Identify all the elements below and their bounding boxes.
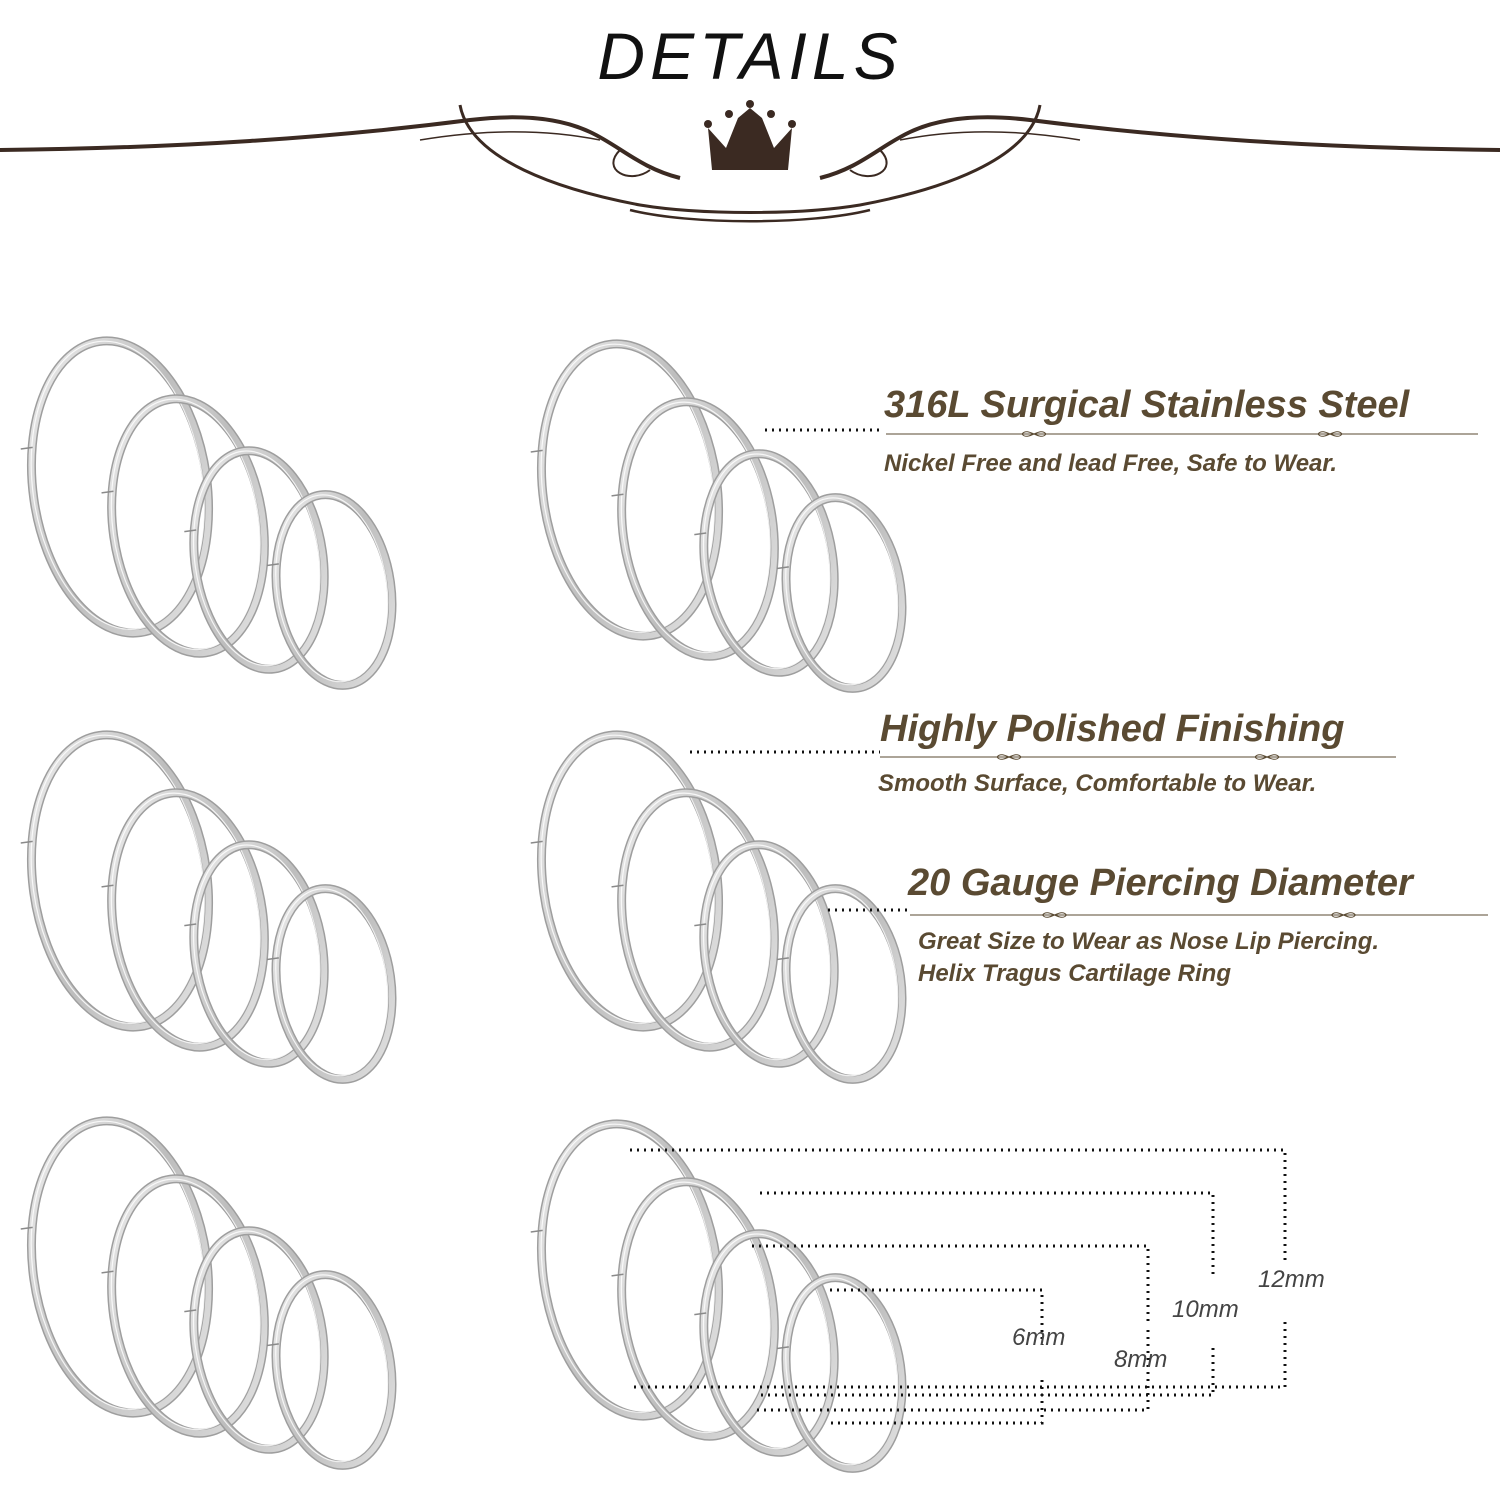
nose-ring bbox=[101, 394, 269, 658]
feature-title-material: 316L Surgical Stainless Steel bbox=[884, 384, 1410, 426]
nose-ring bbox=[611, 788, 779, 1052]
nose-ring bbox=[776, 1273, 907, 1473]
page-title: DETAILS bbox=[597, 19, 903, 93]
feature-subtitle-material: Nickel Free and lead Free, Safe to Wear. bbox=[884, 450, 1338, 477]
nose-ring bbox=[101, 788, 269, 1052]
feature-title-gauge: 20 Gauge Piercing Diameter bbox=[908, 862, 1413, 904]
crown-icon bbox=[704, 100, 796, 170]
flourish-material bbox=[886, 431, 1478, 437]
nose-ring bbox=[266, 1270, 397, 1470]
connector-6mm bbox=[830, 1288, 1044, 1425]
ring-set-top-right bbox=[530, 339, 907, 693]
connector-12mm bbox=[630, 1148, 1287, 1389]
nose-ring bbox=[611, 397, 779, 661]
connector-10mm bbox=[760, 1191, 1215, 1397]
feature-subtitle-gauge-2: Helix Tragus Cartilage Ring bbox=[918, 960, 1231, 987]
ring-set-middle-left bbox=[20, 730, 397, 1084]
size-label-12mm: 12mm bbox=[1258, 1266, 1325, 1293]
ornament-divider bbox=[0, 104, 1500, 223]
nose-ring bbox=[694, 1229, 839, 1457]
ring-set-top-left bbox=[20, 336, 397, 690]
feature-subtitle-finish: Smooth Surface, Comfortable to Wear. bbox=[878, 770, 1317, 797]
size-label-10mm: 10mm bbox=[1172, 1296, 1239, 1323]
nose-ring bbox=[694, 449, 839, 677]
ring-set-middle-right bbox=[530, 730, 907, 1084]
nose-ring bbox=[266, 884, 397, 1084]
ring-set-bottom-right bbox=[530, 1119, 907, 1473]
nose-ring bbox=[776, 493, 907, 693]
nose-ring bbox=[184, 446, 329, 674]
feature-subtitle-gauge: Great Size to Wear as Nose Lip Piercing. bbox=[918, 928, 1380, 955]
nose-ring bbox=[266, 490, 397, 690]
flourish-gauge bbox=[910, 912, 1488, 918]
size-label-8mm: 8mm bbox=[1114, 1346, 1168, 1373]
nose-ring bbox=[184, 840, 329, 1068]
ring-set-bottom-left bbox=[20, 1116, 397, 1470]
feature-title-finish: Highly Polished Finishing bbox=[880, 708, 1345, 750]
nose-ring bbox=[694, 840, 839, 1068]
nose-ring bbox=[776, 884, 907, 1084]
nose-ring bbox=[611, 1177, 779, 1441]
connector-8mm bbox=[752, 1244, 1150, 1412]
size-label-6mm: 6mm bbox=[1012, 1324, 1066, 1351]
nose-ring bbox=[101, 1174, 269, 1438]
nose-ring bbox=[184, 1226, 329, 1454]
flourish-finish bbox=[880, 754, 1396, 760]
